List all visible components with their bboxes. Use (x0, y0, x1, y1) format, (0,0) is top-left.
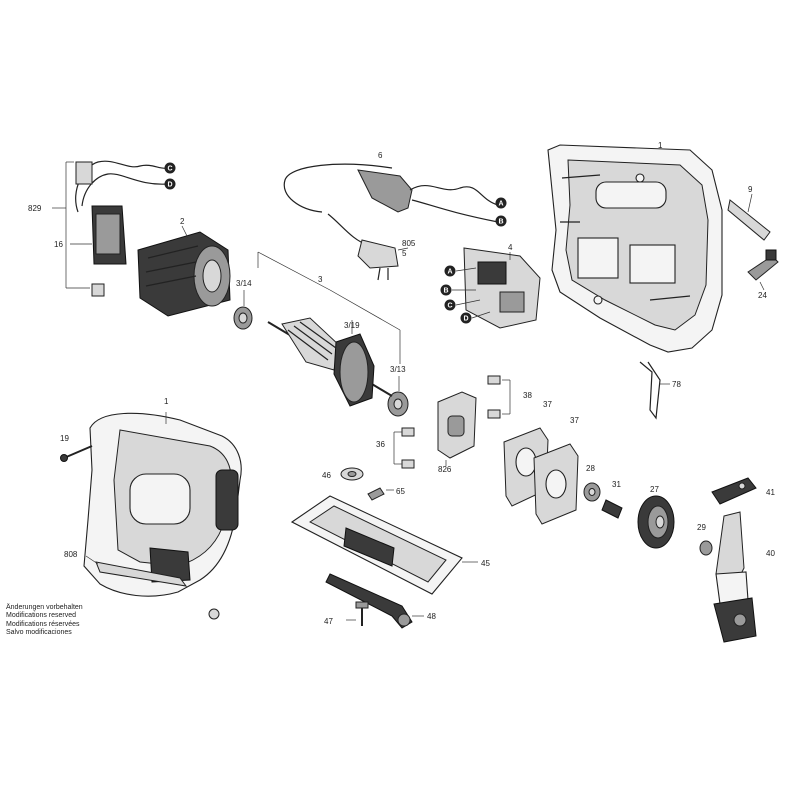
label-41: 41 (766, 488, 775, 497)
wire-harness-829 (52, 160, 169, 297)
label-31: 31 (612, 480, 621, 489)
label-1-top: 1 (658, 141, 663, 150)
switch-4 (463, 247, 541, 329)
gasket-37-b (533, 443, 579, 525)
conn-d-switch: D (464, 316, 469, 323)
label-27: 27 (650, 485, 659, 494)
conn-a-switch: A (448, 269, 453, 276)
note-line-de: Änderungen vorbehalten (6, 604, 83, 611)
shaft-31 (601, 499, 623, 519)
plunger-40 (715, 511, 749, 605)
label-19: 19 (60, 434, 69, 443)
washer-29 (699, 540, 713, 556)
conn-b-cord: B (499, 219, 504, 226)
conn-c-top: C (168, 166, 173, 173)
connector-markers (164, 162, 507, 324)
label-826: 826 (438, 465, 452, 474)
housing-half-right (547, 144, 723, 353)
note-line-es: Salvo modificaciones (6, 629, 72, 637)
conn-c-switch: C (448, 303, 453, 310)
screw-47 (346, 601, 369, 626)
label-16: 16 (54, 240, 63, 249)
housing-half-left (83, 412, 242, 620)
bearing-3-13 (387, 376, 409, 417)
conn-a-cord: A (499, 201, 504, 208)
label-28: 28 (586, 464, 595, 473)
label-3-14: 3/14 (236, 279, 252, 288)
label-40: 40 (766, 549, 775, 558)
label-38: 38 (523, 391, 532, 400)
washer-46 (340, 467, 364, 481)
label-6: 6 (378, 151, 383, 160)
label-3: 3 (318, 275, 323, 284)
label-46: 46 (322, 471, 331, 480)
connector-letters: C D A B A B C D (168, 166, 504, 323)
label-36: 36 (376, 440, 385, 449)
armature-3 (257, 251, 401, 407)
label-5: 5 (402, 249, 407, 258)
label-4: 4 (508, 243, 513, 252)
label-9: 9 (748, 185, 753, 194)
label-29: 29 (697, 523, 706, 532)
cover-808 (85, 555, 188, 587)
part-labels: 1 1 2 3 3/14 3/19 3/13 4 5 6 805 9 16 19… (28, 141, 775, 626)
label-805: 805 (402, 239, 416, 248)
plate-826 (437, 391, 477, 466)
note-line-en: Modifications reserved (6, 612, 77, 620)
label-37-b: 37 (570, 416, 579, 425)
part-24-screw (747, 249, 779, 291)
part-78-spring (639, 361, 670, 420)
part-65 (367, 487, 394, 501)
base-plate-45 (290, 495, 478, 595)
note-line-fr: Modifications réservées (6, 620, 80, 628)
label-37-a: 37 (543, 400, 552, 409)
clips-36 (393, 427, 415, 469)
power-cord (283, 163, 499, 281)
label-829: 829 (28, 204, 42, 213)
conn-b-switch: B (444, 288, 449, 295)
lever-48 (325, 573, 424, 629)
label-47: 47 (324, 617, 333, 626)
gear-27 (637, 495, 675, 549)
screw-19 (60, 445, 93, 462)
label-45: 45 (481, 559, 490, 568)
field-coil-2 (137, 225, 231, 317)
bushing-28 (583, 482, 601, 502)
label-48: 48 (427, 612, 436, 621)
conn-d-top: D (168, 182, 173, 189)
roller-41 (711, 477, 757, 505)
label-2: 2 (180, 217, 185, 226)
label-65: 65 (396, 487, 405, 496)
label-24: 24 (758, 291, 767, 300)
label-3-13: 3/13 (390, 365, 406, 374)
clips-38 (487, 375, 511, 419)
blade-holder (713, 597, 757, 643)
label-78: 78 (672, 380, 681, 389)
label-808: 808 (64, 550, 78, 559)
label-1-bottom: 1 (164, 397, 169, 406)
bearing-3-14 (233, 290, 253, 330)
part-9-guide (727, 193, 771, 241)
label-3-19: 3/19 (344, 321, 360, 330)
modifications-note: Änderungen vorbehalten Modifications res… (6, 604, 83, 638)
